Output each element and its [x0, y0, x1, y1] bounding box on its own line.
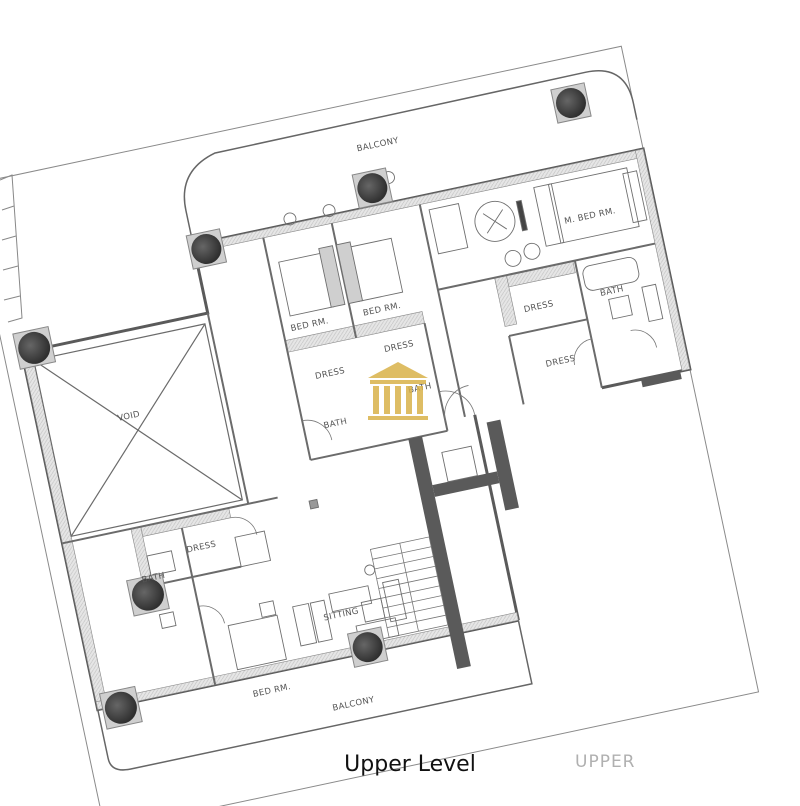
- label-master-bed: M. BED RM.: [564, 206, 617, 227]
- column: [126, 572, 170, 617]
- label-dress-1: DRESS: [314, 366, 346, 382]
- label-balcony-bottom: BALCONY: [332, 695, 376, 714]
- staircase: [369, 536, 449, 638]
- label-dress-2: DRESS: [383, 339, 415, 355]
- label-bed-rm-3: BED RM.: [252, 682, 292, 700]
- label-bed-rm-1: BED RM.: [290, 316, 330, 334]
- balcony-bottom-outline: [97, 620, 533, 771]
- label-bed-rm-2: BED RM.: [362, 301, 402, 319]
- label-balcony-top: BALCONY: [356, 136, 400, 155]
- label-void: VOID: [117, 409, 141, 424]
- interior-walls: [62, 204, 656, 685]
- label-bath-3: BATH: [599, 284, 624, 299]
- column: [98, 685, 143, 730]
- adjacent-plan-fragment: [0, 174, 23, 323]
- column: [351, 167, 394, 209]
- structural-columns: [12, 82, 592, 730]
- balcony-top-outline: [183, 70, 638, 245]
- label-sitting: SITTING: [323, 606, 360, 623]
- label-bath-4: BATH: [141, 571, 166, 586]
- column: [346, 626, 389, 668]
- column: [185, 228, 228, 270]
- plan-caption: Upper Level: [344, 752, 476, 777]
- label-dress-3: DRESS: [523, 299, 555, 315]
- plan-body: BALCONY VOID BED RM. BED RM. M. BED RM. …: [0, 45, 760, 806]
- furniture: [144, 167, 664, 671]
- exterior-walls: [20, 147, 692, 712]
- label-dress-4: DRESS: [545, 354, 577, 370]
- company-logo-watermark: [368, 362, 428, 420]
- column: [12, 325, 57, 370]
- door-swings: [198, 329, 658, 624]
- level-watermark-label: UPPER: [575, 752, 636, 772]
- label-dress-5: DRESS: [186, 539, 218, 555]
- void-area: [33, 323, 244, 538]
- label-bath-1: BATH: [323, 417, 348, 432]
- column: [550, 82, 592, 124]
- core-walls: [408, 371, 682, 669]
- hatched-walls: [21, 148, 691, 710]
